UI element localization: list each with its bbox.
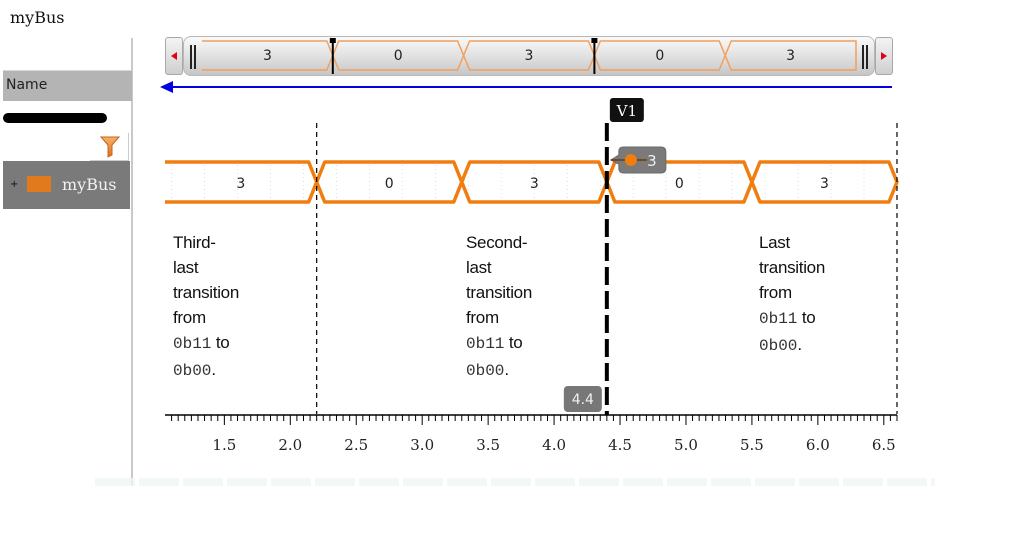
signal-color-swatch — [27, 176, 51, 192]
time-tick-label: 6.5 — [871, 436, 896, 454]
signal-name: myBus — [62, 175, 117, 194]
annotation-line: 0b00. — [759, 335, 802, 355]
name-column-label: Name — [6, 77, 48, 93]
annotation-line: 0b11 to — [466, 333, 523, 353]
bus-segment-value: 0 — [675, 176, 684, 192]
left-grip-handle[interactable] — [190, 45, 196, 69]
time-tick-label: 2.0 — [278, 436, 303, 454]
binary-value: 0b11 — [173, 335, 212, 353]
name-column-header[interactable]: Name — [3, 70, 132, 101]
scroll-left-button[interactable] — [165, 37, 183, 75]
binary-value: 0b11 — [759, 310, 798, 328]
overview-segment-value: 0 — [655, 48, 664, 64]
bus-segment-value: 3 — [236, 176, 245, 192]
bus-segment — [460, 160, 609, 204]
overview-scrollbar[interactable]: 3 0 3 0 3 — [165, 36, 893, 76]
overview-segment-value: 3 — [263, 48, 272, 64]
time-tick-label: 4.0 — [542, 436, 567, 454]
bus-segment-value: 3 — [530, 176, 539, 192]
overview-segment — [462, 40, 596, 71]
annotation-line: 0b00. — [466, 360, 509, 380]
cursor-label: V1 — [616, 102, 637, 120]
transition-annotation: Last transition from 0b11 to 0b00. — [759, 230, 825, 359]
annotation-line: 0b11 to — [173, 333, 230, 353]
sidebar-splitter[interactable] — [131, 38, 133, 486]
transition-annotation: Third-last transition from 0b11 to 0b00. — [173, 230, 239, 384]
scroll-right-icon — [881, 52, 887, 60]
annotation-line: Second-last — [466, 233, 528, 277]
right-grip-handle[interactable] — [862, 45, 868, 69]
annotation-line: 0b00. — [173, 360, 216, 380]
annotation-line: transition from — [173, 283, 239, 327]
overview-segment-value: 3 — [525, 48, 534, 64]
signal-row-mybus[interactable]: + myBus — [3, 161, 130, 209]
time-tick-label: 4.5 — [608, 436, 632, 454]
overview-segment-value: 3 — [786, 48, 795, 64]
overview-segment — [724, 40, 857, 71]
time-tick-label: 6.0 — [805, 436, 830, 454]
cursor-label-box — [609, 98, 644, 122]
window-title: myBus — [10, 8, 65, 27]
value-readout-dot — [624, 154, 637, 166]
overview-marker-head — [329, 38, 336, 43]
overview-marker-head — [591, 38, 598, 43]
annotation-line: from 0b11 to — [759, 283, 816, 328]
annotation-line: transition from — [466, 283, 532, 327]
bus-segment-value: 3 — [820, 176, 829, 192]
scroll-left-icon — [171, 52, 177, 60]
time-tick-label: 3.5 — [476, 436, 501, 454]
time-tick-label: 1.5 — [212, 436, 237, 454]
overview-waveform: 3 0 3 0 3 — [202, 38, 857, 74]
overview-segment-value: 0 — [394, 48, 403, 64]
status-strip — [95, 478, 935, 486]
binary-value: 0b00 — [759, 337, 798, 355]
value-readout: 3 — [647, 152, 657, 170]
cursor-time-box — [563, 386, 602, 412]
bus-segment — [750, 160, 899, 204]
search-input[interactable] — [3, 113, 107, 123]
time-tick-label: 5.5 — [739, 436, 764, 454]
overview-track[interactable]: 3 0 3 0 3 — [183, 36, 875, 76]
time-tick-label: 5.0 — [674, 436, 698, 454]
binary-value: 0b11 — [466, 335, 505, 353]
bus-segment-value: 0 — [385, 176, 394, 192]
expand-icon[interactable]: + — [10, 179, 19, 190]
filter-button[interactable] — [90, 133, 129, 161]
navigate-left-arrow[interactable] — [160, 80, 895, 94]
annotation-line: Last transition — [759, 233, 825, 277]
binary-value: 0b00 — [173, 362, 212, 380]
time-tick-label: 2.5 — [344, 436, 369, 454]
funnel-icon — [99, 136, 121, 158]
binary-value: 0b00 — [466, 362, 505, 380]
time-tick-label: 3.0 — [410, 436, 435, 454]
cursor-time: 4.4 — [572, 392, 594, 408]
scroll-right-button[interactable] — [875, 37, 893, 75]
transition-annotation: Second-last transition from 0b11 to 0b00. — [466, 230, 532, 384]
annotation-line: Third-last — [173, 233, 216, 277]
